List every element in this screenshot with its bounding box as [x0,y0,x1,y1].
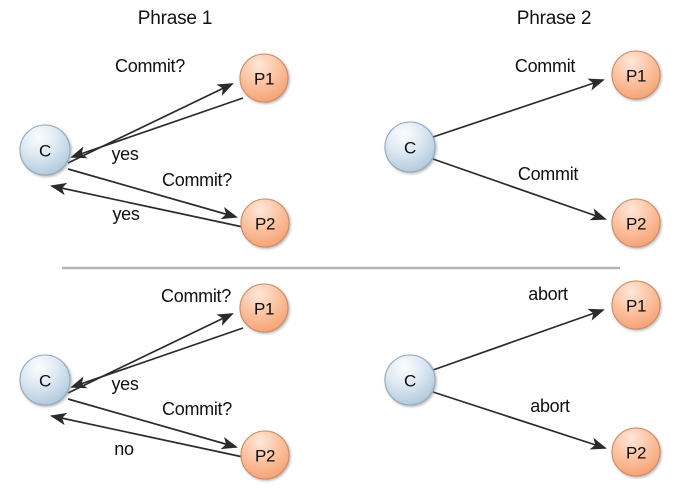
edge-label-bl-yes-p1: yes [111,374,138,394]
phrase-2-title: Phrase 2 [517,8,591,29]
node-tl-participant1[interactable]: P1 [239,53,289,103]
edge-label-tl-yes-p1: yes [111,144,138,164]
panel-top-left: Commit? yes Commit? yes C P1 P2 [19,53,290,248]
coordinator-label: C [404,139,416,158]
edge-label-tl-yes-p2: yes [112,204,139,224]
participant1-circle[interactable] [611,280,661,330]
edge-label-tl-commit-p2: Commit? [162,170,232,190]
node-br-participant1[interactable]: P1 [611,280,661,330]
coordinator-circle[interactable] [19,354,71,406]
participant2-circle[interactable] [611,198,661,248]
edge-label-br-abort-p2: abort [530,396,570,416]
edge-bl-c-to-p1 [67,313,234,394]
panel-top-right: Commit Commit C P1 P2 [384,50,661,248]
phrase-1-title: Phrase 1 [138,8,212,29]
edge-tr-c-to-p2 [432,158,607,221]
participant2-circle[interactable] [240,430,290,480]
edge-br-c-to-p2 [432,391,607,450]
node-br-participant2[interactable]: P2 [611,427,661,477]
edge-tl-c-to-p2 [67,168,238,220]
node-bl-participant1[interactable]: P1 [239,283,289,333]
participant1-circle[interactable] [239,53,289,103]
edge-label-br-abort-p1: abort [528,284,568,304]
node-tl-coordinator[interactable]: C [19,124,71,176]
participant2-circle[interactable] [240,198,290,248]
participant1-circle[interactable] [239,283,289,333]
edge-label-tr-commit-p1: Commit [515,56,575,76]
participant1-label: P1 [254,300,274,319]
participant2-label: P2 [626,215,646,234]
node-br-coordinator[interactable]: C [384,354,436,406]
coordinator-label: C [39,372,51,391]
edge-tl-p2-to-c [50,182,244,228]
edge-bl-p1-to-c [70,327,244,389]
participant2-circle[interactable] [611,427,661,477]
edge-label-tr-commit-p2: Commit [518,164,578,184]
participant2-label: P2 [626,444,646,463]
participant2-label: P2 [255,447,275,466]
edge-tl-p1-to-c [70,97,244,159]
edge-br-c-to-p1 [432,308,605,371]
edge-bl-p2-to-c [50,412,244,458]
node-tr-coordinator[interactable]: C [384,121,436,173]
panel-bottom-left: Commit? yes Commit? no C P1 P2 [19,283,290,480]
edge-bl-c-to-p2 [67,398,238,450]
node-tr-participant1[interactable]: P1 [611,50,661,100]
edge-tl-c-to-p1 [67,83,234,164]
edge-tr-c-to-p1 [432,78,605,138]
coordinator-circle[interactable] [384,354,436,406]
node-tr-participant2[interactable]: P2 [611,198,661,248]
participant1-circle[interactable] [611,50,661,100]
coordinator-label: C [39,142,51,161]
coordinator-circle[interactable] [19,124,71,176]
edge-label-bl-commit-p1: Commit? [161,286,231,306]
coordinator-circle[interactable] [384,121,436,173]
edge-label-bl-no-p2: no [114,439,134,459]
participant2-label: P2 [255,215,275,234]
node-tl-participant2[interactable]: P2 [240,198,290,248]
node-bl-coordinator[interactable]: C [19,354,71,406]
participant1-label: P1 [254,70,274,89]
coordinator-label: C [404,372,416,391]
panel-bottom-right: abort abort C P1 P2 [384,280,661,477]
node-bl-participant2[interactable]: P2 [240,430,290,480]
participant1-label: P1 [626,297,646,316]
participant1-label: P1 [626,67,646,86]
edge-label-tl-commit-p1: Commit? [115,56,185,76]
edge-label-bl-commit-p2: Commit? [162,399,232,419]
